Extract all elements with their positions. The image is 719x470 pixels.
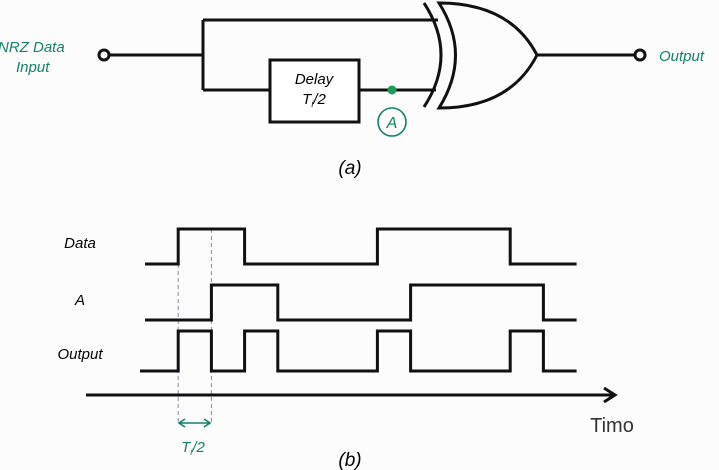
delay-double-arrow-icon [177, 418, 212, 428]
timing-diagram: Data A Output Timo Ti/2 (b) [57, 227, 634, 470]
time-axis [86, 386, 618, 404]
waveforms [140, 227, 577, 373]
input-terminal [97, 48, 111, 62]
delay-block [268, 58, 361, 124]
input-label-line2: Input [16, 59, 50, 76]
delay-guides [177, 229, 212, 425]
signal-label-data: Data [64, 235, 96, 252]
input-wires [109, 18, 438, 92]
waveform-output [140, 329, 577, 373]
circuit: NRZ Data Input Delay Ti/2 A Output (a) [0, 1, 705, 179]
xor-gate-body [436, 1, 539, 110]
delay-label-line2: Ti/2 [302, 91, 326, 109]
xor-input-arc [422, 2, 443, 108]
delay-label-line1: Delay [295, 71, 335, 88]
waveform-data [145, 227, 577, 266]
output-label: Output [659, 48, 705, 65]
time-axis-label: Timo [590, 415, 634, 437]
caption-a: (a) [338, 158, 361, 179]
signal-label-output: Output [57, 346, 103, 363]
caption-b: (b) [338, 450, 361, 470]
input-label-line1: NRZ Data [0, 39, 65, 56]
signal-label-a: A [74, 292, 85, 309]
delay-annotation: Ti/2 [181, 439, 205, 457]
node-a-circle [377, 107, 407, 137]
node-a-label: A [386, 115, 398, 132]
waveform-a [145, 283, 577, 322]
output-terminal [633, 48, 647, 62]
node-a-dot [387, 85, 397, 95]
